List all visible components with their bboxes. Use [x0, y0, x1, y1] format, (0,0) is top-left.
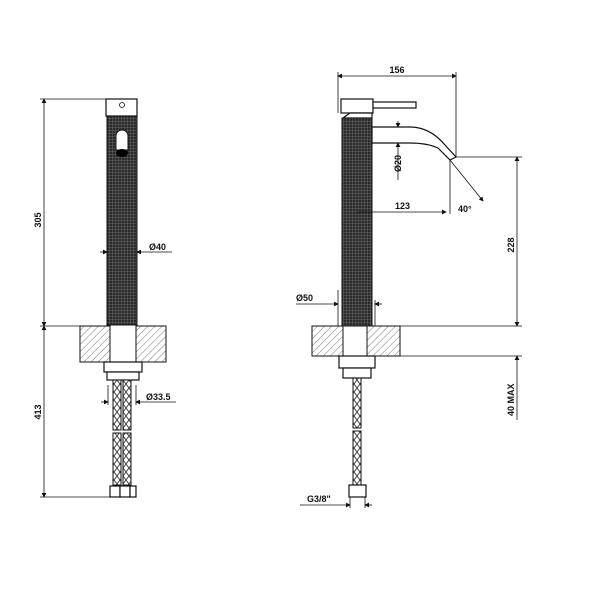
spout	[371, 126, 457, 161]
depth-label: 156	[389, 65, 404, 75]
hose	[352, 430, 362, 486]
nut-lower	[106, 371, 140, 381]
spout-opening	[115, 129, 129, 151]
connection-label: G3/8"	[307, 494, 331, 504]
counter-section-left	[79, 325, 111, 363]
nut-lower	[342, 367, 372, 379]
counter-section-right	[135, 325, 167, 363]
hose-fitting	[119, 485, 131, 498]
hose-fitting	[109, 485, 121, 498]
counter-thickness-label: 40 MAX	[506, 383, 516, 416]
side-view: 156 Ø20 123 40° 228 40 MAX Ø50	[296, 65, 522, 508]
aerator	[116, 149, 128, 157]
lever	[372, 101, 417, 109]
nut	[338, 355, 376, 369]
hose	[352, 377, 362, 429]
height-label: 305	[33, 212, 43, 227]
hose	[112, 379, 122, 431]
hose-diameter-label: Ø33.5	[146, 392, 171, 402]
hose-fitting	[348, 484, 367, 498]
hose-fitting	[129, 485, 137, 498]
handle-body	[340, 98, 374, 114]
nut	[103, 361, 143, 373]
handle-hole	[119, 102, 125, 108]
spout-diameter-label: Ø20	[393, 155, 403, 172]
spout-reach-label: 123	[395, 201, 410, 211]
base-diameter-label: Ø50	[296, 293, 313, 303]
hose	[122, 379, 132, 431]
spout-height-label: 228	[506, 237, 516, 252]
hose-length-label: 413	[33, 404, 43, 419]
body-diameter-label: Ø40	[149, 242, 166, 252]
hose	[122, 432, 132, 486]
counter-section-right	[366, 325, 401, 357]
body-knurled	[341, 117, 373, 327]
front-view: 305 413 Ø40 Ø33.5	[33, 98, 176, 498]
hose	[112, 432, 122, 486]
counter-section-left	[311, 325, 344, 357]
angle-label: 40°	[458, 204, 472, 214]
